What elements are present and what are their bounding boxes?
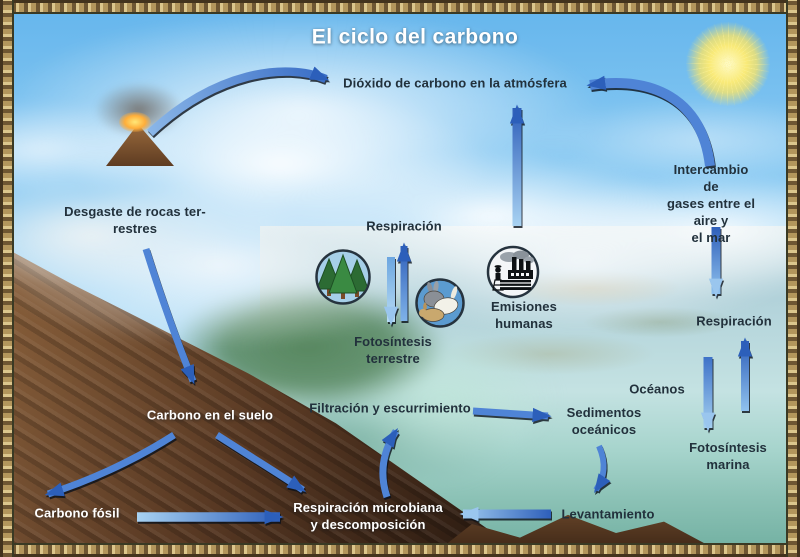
- label-ocean-sediments: Sedimentos oceánicos: [566, 405, 642, 437]
- label-rock-weathering: Desgaste de rocas ter- restres: [64, 204, 206, 236]
- label-soil-carbon: Carbono en el suelo: [146, 407, 274, 423]
- arrow-filtration-to-sediments: [472, 407, 552, 423]
- label-filtration: Filtración y escurrimiento: [309, 400, 471, 416]
- arrow-sediments-to-uplift: [593, 444, 611, 493]
- label-terrestrial-photosynthesis: Fotosíntesis terrestre: [354, 334, 432, 366]
- arrow-microbial-to-filtration: [379, 428, 399, 499]
- rabbits-icon: [415, 278, 465, 328]
- diagram-title: El ciclo del carbono: [311, 25, 519, 49]
- arrow-weathering-to-soil: [142, 247, 197, 385]
- volcano-eruption-glow: [119, 112, 151, 132]
- label-land-respiration: Respiración: [366, 218, 442, 234]
- label-fossil-carbon: Carbono fósil: [34, 505, 120, 521]
- label-atmosphere: Dióxido de carbono en la atmósfera: [343, 75, 567, 91]
- label-oceans: Océanos: [629, 381, 685, 397]
- arrow-sea-exchange-to-atmosphere: [586, 75, 715, 167]
- sun-icon: [684, 20, 772, 108]
- arrow-soil-to-fossil: [44, 432, 176, 498]
- label-air-sea-exchange: Intercambio de gases entre el aire y el …: [666, 161, 756, 245]
- arrow-volcano-to-atmosphere: [147, 66, 330, 137]
- label-sea-respiration: Respiración: [696, 313, 772, 329]
- label-marine-photosynthesis: Fotosíntesis marina: [689, 440, 767, 472]
- factory-icon: [486, 245, 540, 299]
- trees-icon: [315, 249, 371, 305]
- arrow-soil-to-microbial: [215, 432, 306, 493]
- label-microbial-respiration: Respiración microbiana y descomposición: [293, 500, 443, 532]
- label-human-emissions: Emisiones humanas: [491, 299, 557, 331]
- label-uplift: Levantamiento: [561, 506, 655, 522]
